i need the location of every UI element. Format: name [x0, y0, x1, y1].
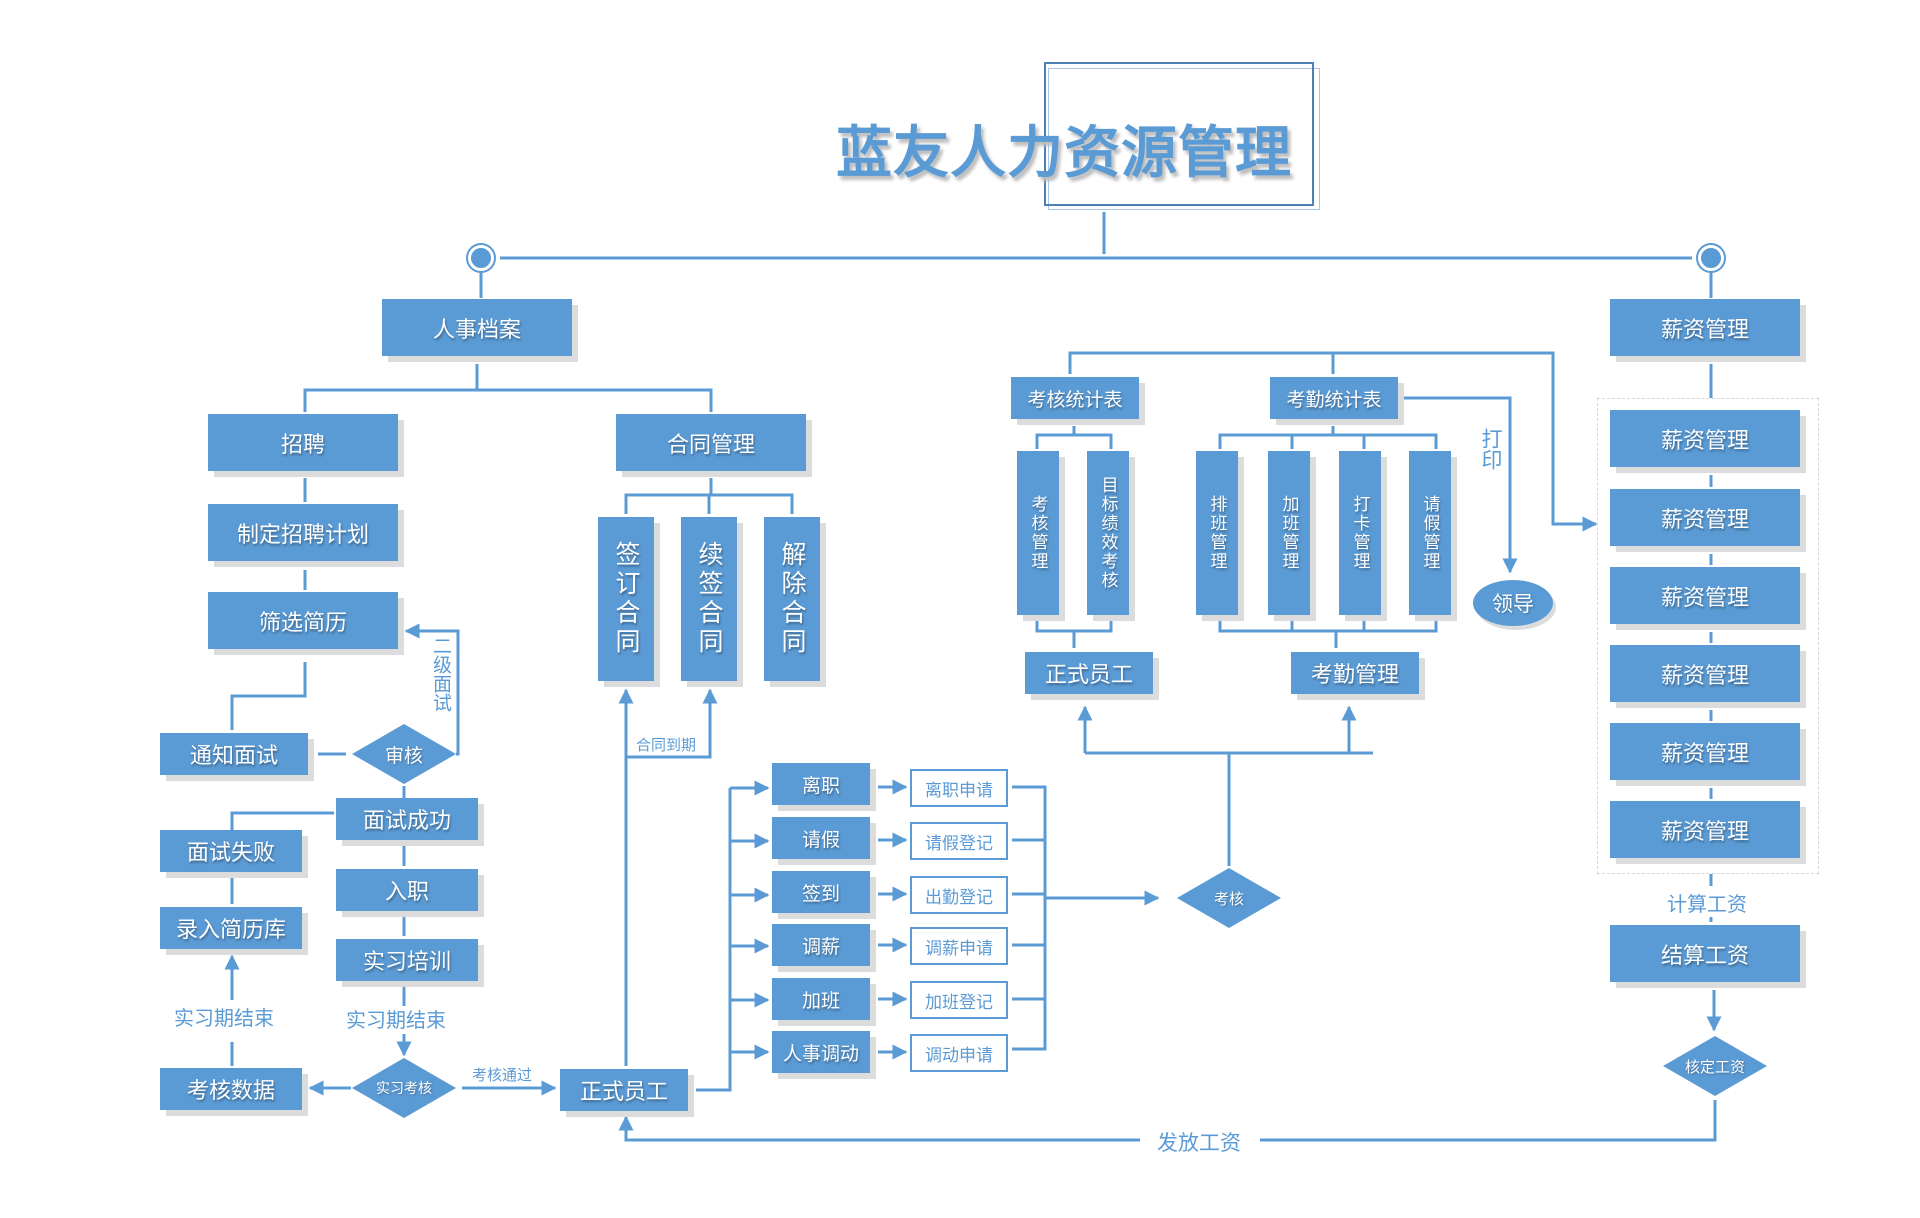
- interview-fail-node[interactable]: 面试失败: [160, 830, 302, 872]
- second-interview-label: 二级面试: [430, 636, 452, 712]
- record-overtime-register[interactable]: 加班登记: [910, 981, 1008, 1019]
- intern-assess-decision[interactable]: 实习考核: [352, 1058, 456, 1118]
- page-title: 蓝友人力资源管理: [836, 121, 1292, 186]
- salary-mgmt-root-node[interactable]: 薪资管理: [1610, 299, 1800, 356]
- assess-data-node[interactable]: 考核数据: [160, 1068, 302, 1110]
- leader-node[interactable]: 领导: [1473, 580, 1553, 626]
- attend-stats-table-node[interactable]: 考勤统计表: [1270, 377, 1398, 419]
- salary-item-5[interactable]: 薪资管理: [1610, 723, 1800, 780]
- title-frame-inner: [1048, 68, 1320, 210]
- intern-end-label-left: 实习期结束: [174, 1006, 274, 1030]
- title-frame-outer: [1044, 62, 1314, 206]
- review-label: 审核: [384, 744, 423, 767]
- event-leave-node[interactable]: 请假: [772, 817, 870, 859]
- shift-mgmt-node[interactable]: 排班管理: [1196, 451, 1238, 615]
- assess-label: 考核: [1213, 889, 1244, 908]
- intern-end-label-right: 实习期结束: [346, 1008, 446, 1032]
- contract-renew-node[interactable]: 续签合同: [681, 517, 737, 681]
- calc-salary-label: 计算工资: [1667, 888, 1747, 917]
- salary-group-frame: [1597, 398, 1819, 874]
- verify-salary-decision[interactable]: 核定工资: [1663, 1036, 1767, 1096]
- review-decision[interactable]: 审核: [352, 724, 456, 784]
- verify-salary-label: 核定工资: [1684, 1057, 1745, 1076]
- record-attendance-register[interactable]: 出勤登记: [910, 876, 1008, 914]
- assess-pass-label: 考核通过: [472, 1066, 533, 1084]
- intern-assess-label: 实习考核: [376, 1081, 432, 1097]
- record-resign-apply[interactable]: 离职申请: [910, 769, 1008, 807]
- pay-salary-label: 发放工资: [1157, 1131, 1241, 1155]
- recruit-plan-node[interactable]: 制定招聘计划: [208, 504, 398, 561]
- event-resign-node[interactable]: 离职: [772, 763, 870, 805]
- screen-resume-node[interactable]: 筛选简历: [208, 592, 398, 649]
- attend-mgmt-node[interactable]: 考勤管理: [1291, 652, 1419, 694]
- stats-regular-employee-node[interactable]: 正式员工: [1025, 652, 1153, 694]
- salary-item-1[interactable]: 薪资管理: [1610, 410, 1800, 467]
- perf-mgmt-node[interactable]: 考核管理: [1017, 451, 1059, 615]
- leave-mgmt-node[interactable]: 请假管理: [1409, 451, 1451, 615]
- contract-expire-label: 合同到期: [636, 736, 697, 754]
- salary-item-4[interactable]: 薪资管理: [1610, 645, 1800, 702]
- notify-interview-node[interactable]: 通知面试: [160, 733, 308, 775]
- contract-sign-node[interactable]: 签订合同: [598, 517, 654, 681]
- event-signin-node[interactable]: 签到: [772, 871, 870, 913]
- contract-mgmt-node[interactable]: 合同管理: [616, 414, 806, 471]
- assess-decision[interactable]: 考核: [1177, 868, 1281, 928]
- interview-success-node[interactable]: 面试成功: [336, 798, 478, 840]
- clockin-mgmt-node[interactable]: 打卡管理: [1339, 451, 1381, 615]
- personnel-node-circle: [468, 245, 494, 271]
- regular-employee-node[interactable]: 正式员工: [560, 1069, 688, 1111]
- salary-item-3[interactable]: 薪资管理: [1610, 567, 1800, 624]
- event-overtime-node[interactable]: 加班: [772, 978, 870, 1020]
- record-transfer-apply[interactable]: 调动申请: [910, 1034, 1008, 1072]
- onboard-node[interactable]: 入职: [336, 869, 478, 911]
- contract-terminate-node[interactable]: 解除合同: [764, 517, 820, 681]
- resume-db-node[interactable]: 录入简历库: [160, 907, 302, 949]
- overtime-mgmt-node[interactable]: 加班管理: [1268, 451, 1310, 615]
- perf-stats-table-node[interactable]: 考核统计表: [1011, 377, 1139, 419]
- intern-training-node[interactable]: 实习培训: [336, 939, 478, 981]
- event-transfer-node[interactable]: 人事调动: [772, 1031, 870, 1073]
- recruit-node[interactable]: 招聘: [208, 414, 398, 471]
- salary-node-circle: [1698, 245, 1724, 271]
- target-perf-node[interactable]: 目标绩效考核: [1087, 451, 1129, 615]
- record-salary-apply[interactable]: 调薪申请: [910, 927, 1008, 965]
- salary-item-2[interactable]: 薪资管理: [1610, 489, 1800, 546]
- settle-salary-node[interactable]: 结算工资: [1610, 925, 1800, 982]
- personnel-archive-node[interactable]: 人事档案: [382, 299, 572, 356]
- salary-item-6[interactable]: 薪资管理: [1610, 801, 1800, 858]
- event-salary-adjust-node[interactable]: 调薪: [772, 924, 870, 966]
- print-label: 打印: [1479, 428, 1503, 470]
- record-leave-register[interactable]: 请假登记: [910, 822, 1008, 860]
